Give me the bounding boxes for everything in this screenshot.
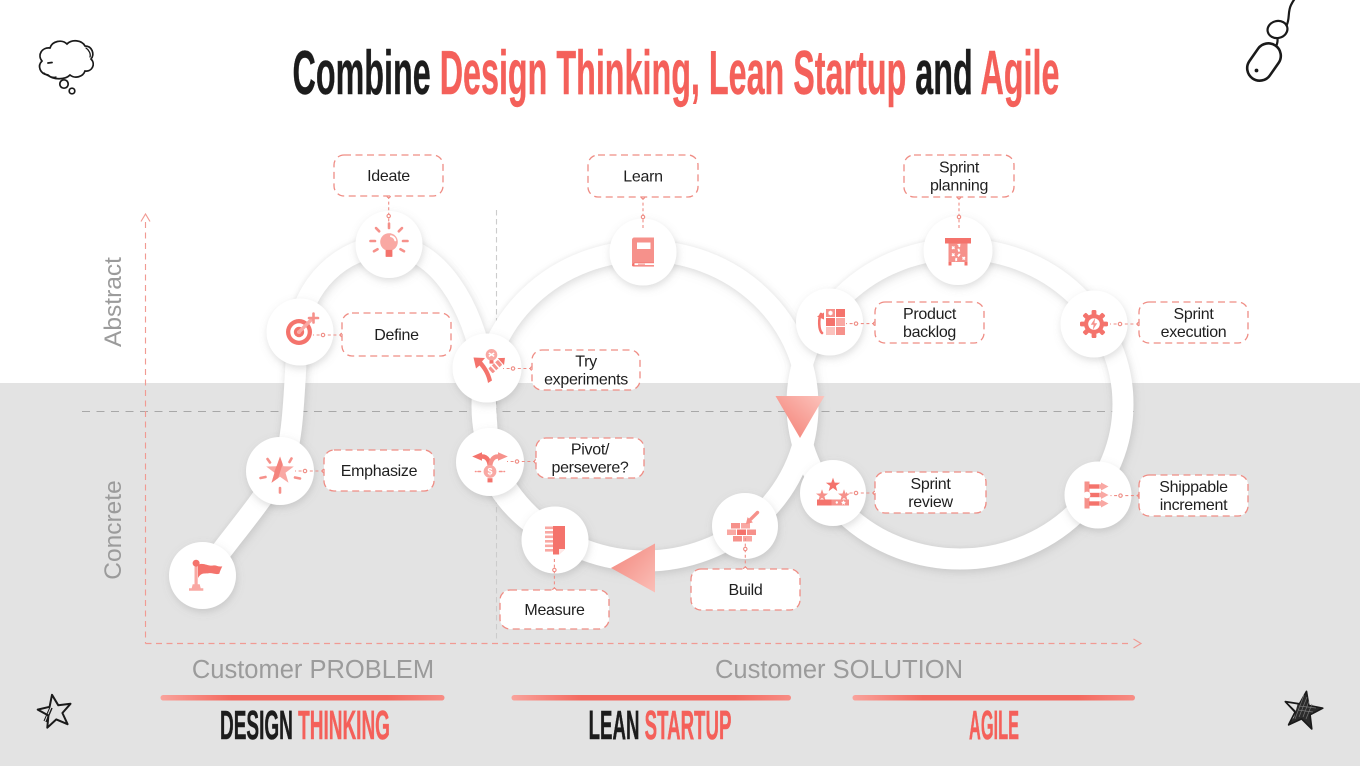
svg-text:Product: Product [903, 306, 957, 323]
svg-text:increment: increment [1160, 497, 1228, 514]
svg-text:Learn: Learn [623, 169, 662, 186]
svg-text:$: $ [487, 467, 492, 477]
svg-text:planning: planning [930, 177, 988, 194]
svg-text:Measure: Measure [524, 602, 585, 619]
svg-text:execution: execution [1161, 324, 1227, 341]
svg-text:Build: Build [728, 582, 762, 599]
svg-text:experiments: experiments [544, 371, 628, 388]
svg-text:backlog: backlog [903, 324, 956, 341]
svg-text:Sprint: Sprint [1174, 306, 1215, 323]
svg-text:Pivot/: Pivot/ [571, 442, 610, 459]
svg-text:Try: Try [575, 354, 597, 371]
svg-text:Define: Define [374, 327, 419, 344]
svg-text:persevere?: persevere? [551, 459, 628, 476]
svg-text:Emphasize: Emphasize [341, 463, 418, 480]
svg-text:Sprint: Sprint [911, 476, 952, 493]
svg-text:Ideate: Ideate [367, 168, 410, 185]
svg-text:review: review [908, 494, 953, 511]
svg-text:Shippable: Shippable [1159, 479, 1228, 496]
svg-text:Sprint: Sprint [939, 160, 980, 177]
